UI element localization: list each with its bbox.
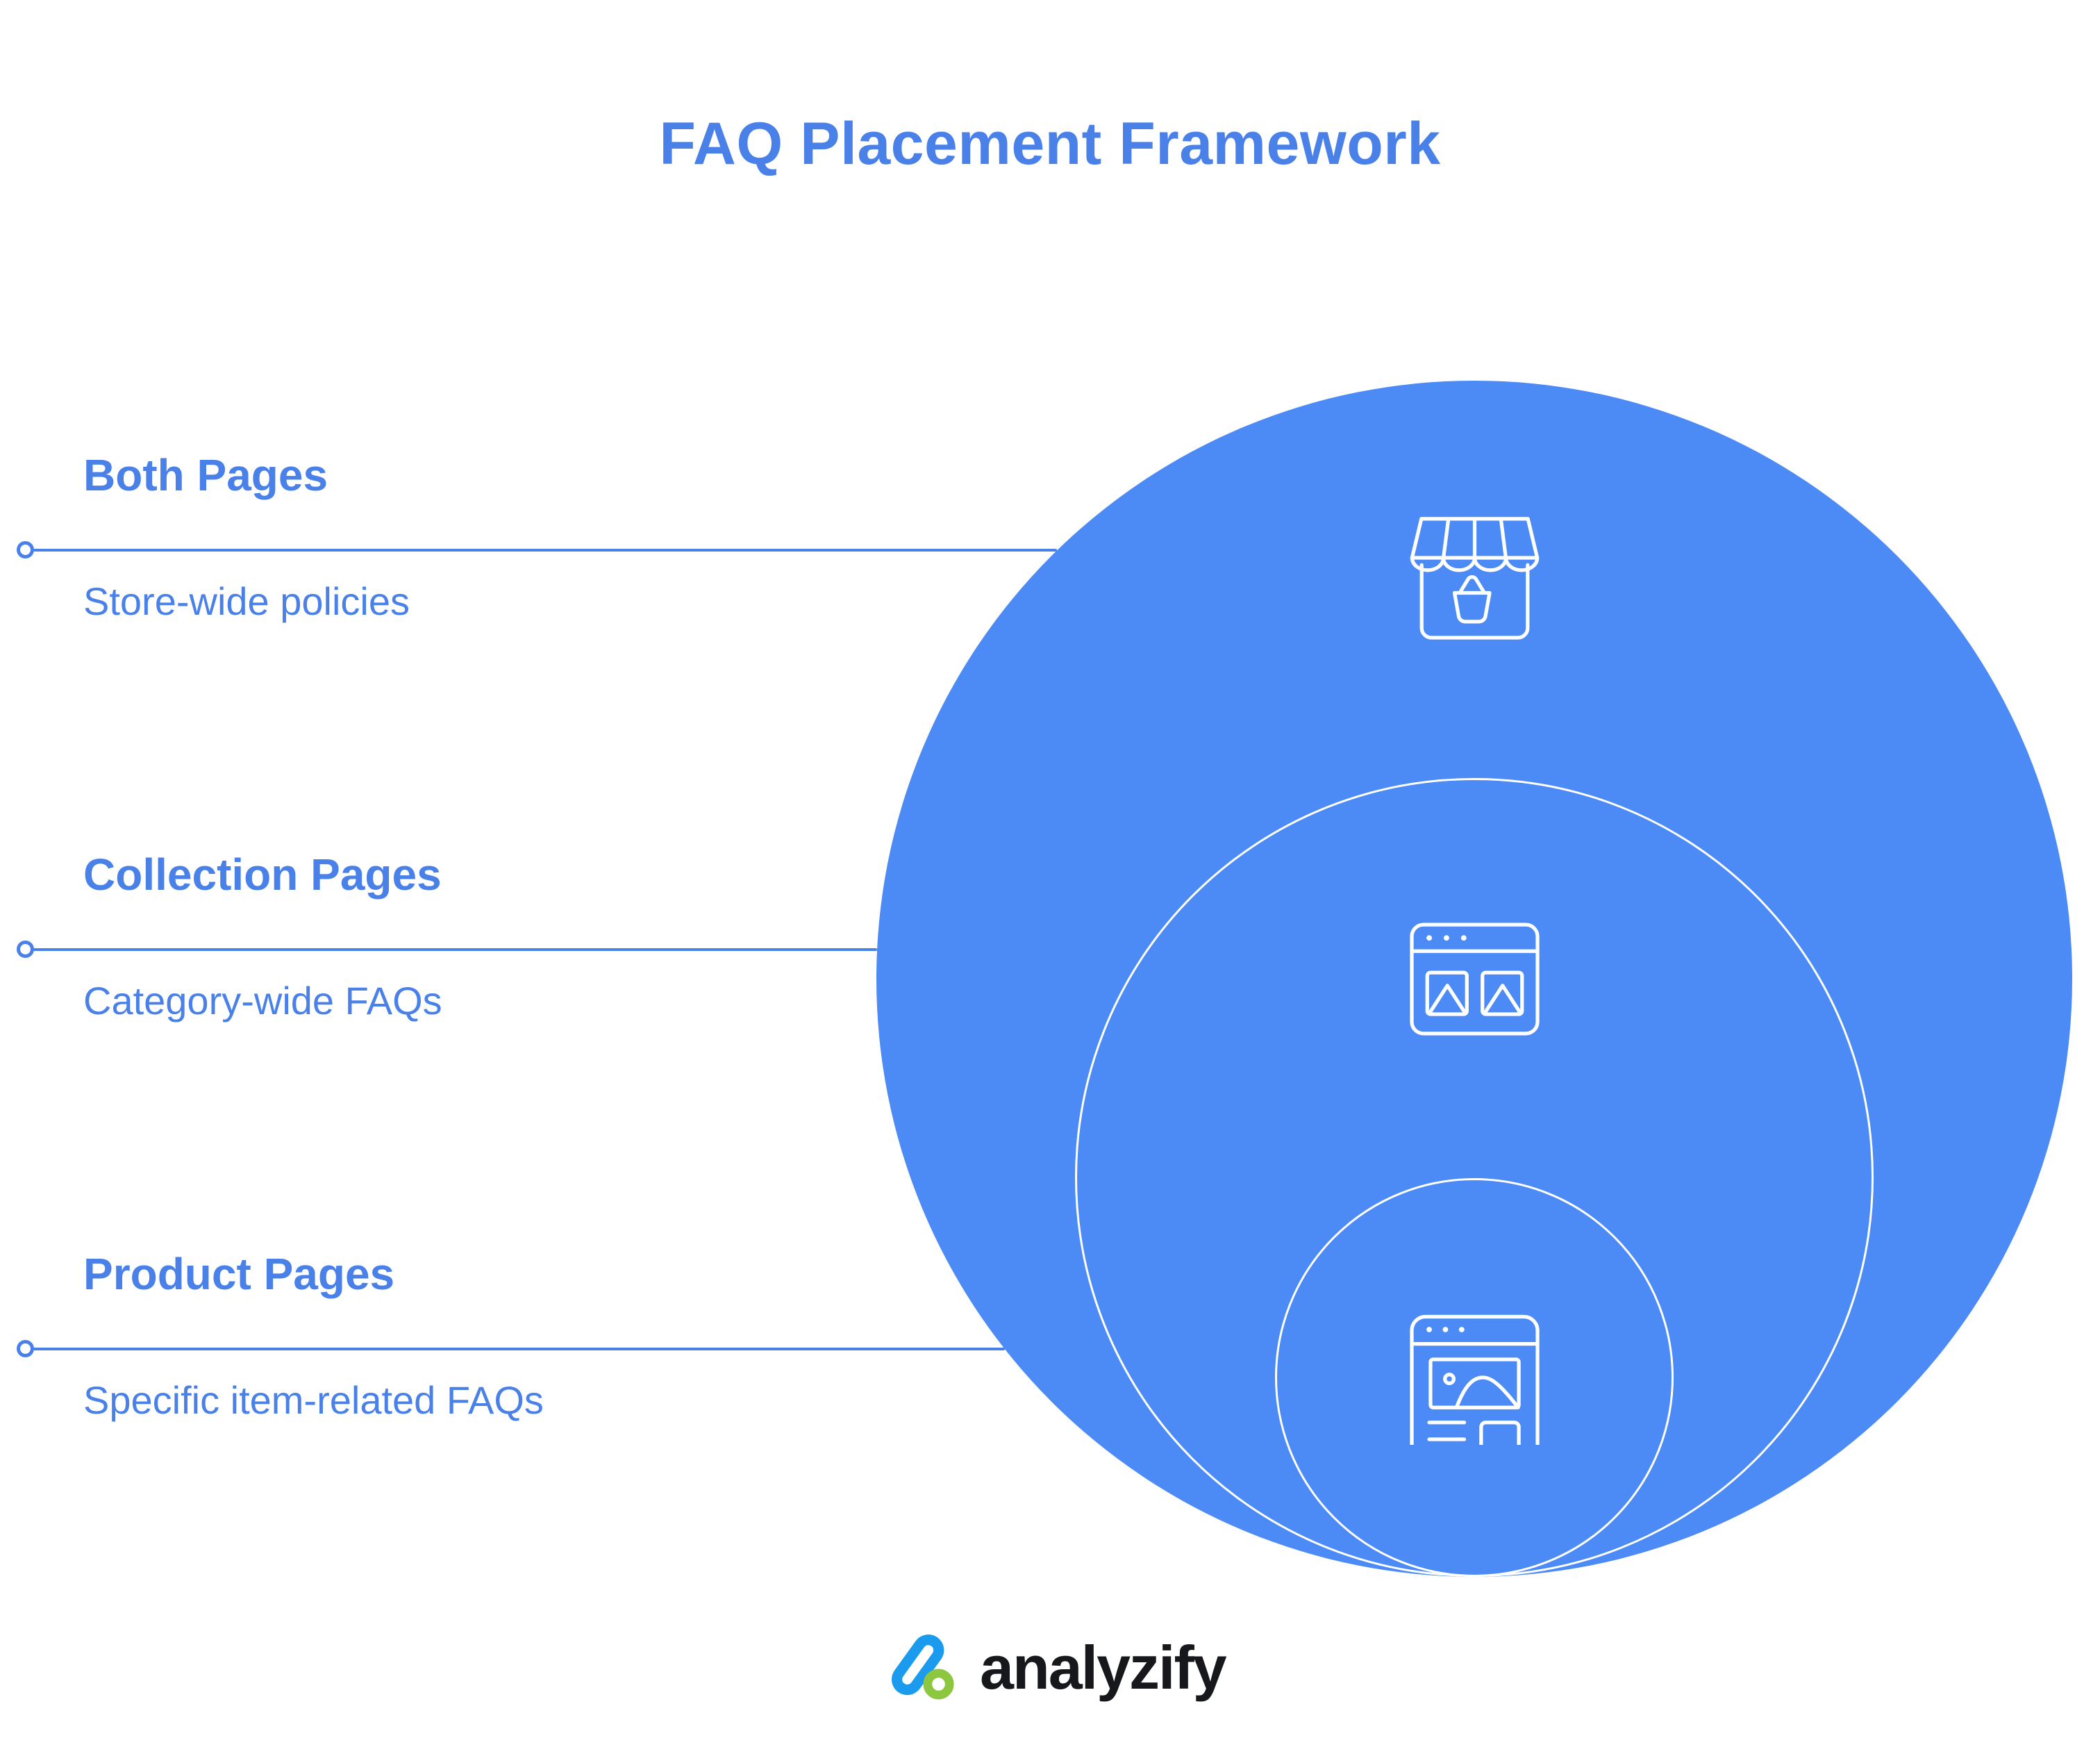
analyzify-logo: analyzify [891, 1632, 1227, 1703]
storefront-icon [1410, 517, 1540, 640]
analyzify-logo-icon [891, 1634, 954, 1700]
section-heading-both-pages: Both Pages [83, 450, 328, 500]
connector-line [33, 1348, 1005, 1350]
connector-line [33, 948, 877, 951]
section-description-product-pages: Specific item-related FAQs [83, 1378, 544, 1422]
connector-dot [17, 541, 34, 558]
connector-line [33, 549, 1057, 552]
section-description-collection-pages: Category-wide FAQs [83, 979, 442, 1023]
section-heading-product-pages: Product Pages [83, 1249, 395, 1299]
connector-dot [17, 941, 34, 958]
page-title: FAQ Placement Framework [659, 110, 1441, 177]
connector-dot [17, 1340, 34, 1357]
product-page-icon [1410, 1314, 1540, 1445]
venn-circle-product-pages [1275, 1178, 1674, 1577]
section-heading-collection-pages: Collection Pages [83, 850, 442, 900]
analyzify-logo-text: analyzify [980, 1633, 1227, 1702]
collection-page-icon [1410, 922, 1540, 1036]
section-description-both-pages: Store-wide policies [83, 579, 410, 623]
